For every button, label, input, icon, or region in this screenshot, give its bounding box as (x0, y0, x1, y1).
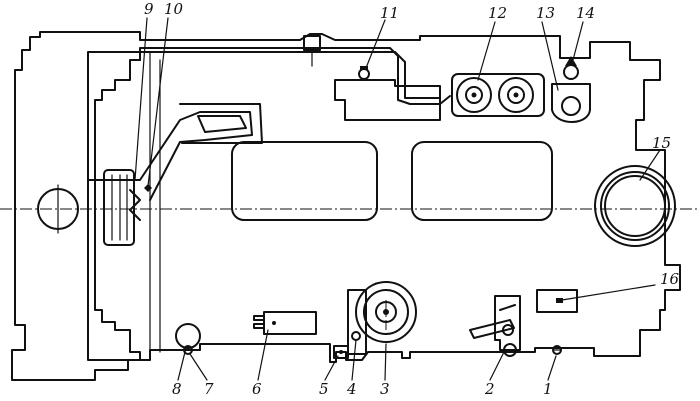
callout-14: 14 (576, 4, 595, 22)
leader-4 (351, 339, 357, 381)
leader-12 (477, 21, 496, 81)
callout-11: 11 (380, 4, 399, 22)
leader-3 (384, 343, 387, 381)
sensor-11-cap (360, 66, 368, 70)
fitting-5-center (339, 350, 343, 354)
callout-4: 4 (346, 380, 357, 398)
callout-13: 13 (536, 4, 555, 22)
filter-right (498, 77, 534, 113)
oil-pump-3-ring (363, 289, 409, 335)
callout-8: 8 (172, 380, 182, 398)
pulley-15-hub (604, 175, 666, 237)
fitting-5 (333, 345, 349, 359)
leader-15 (639, 149, 661, 181)
top-pipe (139, 47, 451, 105)
thermostat-sensor-14 (563, 64, 579, 80)
thermostat-housing (551, 83, 591, 123)
cylinder-window-left (231, 141, 378, 221)
callout-1: 1 (543, 380, 553, 398)
oil-pump-3 (355, 281, 417, 343)
oil-pump-3-center (383, 309, 389, 315)
filter-left (456, 77, 492, 113)
clutch-disc (103, 169, 135, 246)
oil-pipe (87, 111, 253, 201)
leader-7 (189, 353, 208, 381)
drain-plug-8 (175, 323, 201, 349)
relay-6-mark (272, 321, 276, 325)
engine-block-outline (11, 31, 681, 381)
clutch-spring (129, 189, 141, 221)
leader-lines (134, 17, 661, 381)
callout-15: 15 (652, 134, 671, 152)
leader-13 (541, 21, 559, 91)
callout-16: 16 (660, 270, 680, 288)
callout-12: 12 (488, 4, 507, 22)
thermostat-valve (561, 96, 581, 116)
pulley-15 (594, 165, 676, 247)
callout-7: 7 (204, 380, 214, 398)
thermostat-sensor-14-tip (565, 56, 577, 66)
sensor-11 (358, 68, 370, 80)
marker-10 (144, 184, 152, 192)
flywheel-housing (87, 51, 141, 361)
leader-11 (365, 19, 386, 69)
relay-6 (263, 311, 317, 335)
oil-pump-3-core (375, 301, 397, 323)
relay-6-terminal (253, 315, 265, 321)
callout-2: 2 (484, 380, 495, 398)
oil-filter-housing (179, 103, 263, 144)
pulley-15-rim (600, 171, 670, 241)
oil-filter-element (197, 115, 247, 133)
filter-right-core (507, 86, 525, 104)
callout-6: 6 (252, 380, 262, 398)
pump-bracket (494, 295, 521, 351)
leader-6 (257, 329, 269, 381)
lever-pin (503, 343, 517, 357)
callout-labels: 9 10 11 12 13 14 15 16 1 2 3 4 5 6 7 8 (144, 0, 680, 398)
sensor-16-terminal (556, 298, 563, 303)
leader-1 (547, 355, 557, 381)
filter-left-core (465, 86, 483, 104)
callout-5: 5 (319, 380, 329, 398)
mount-bolt-4 (351, 331, 361, 341)
leader-9 (134, 17, 148, 181)
leader-2 (489, 349, 506, 381)
relay-6-terminal (253, 323, 265, 329)
lever-pivot (502, 324, 514, 336)
drain-screw-7 (183, 345, 193, 355)
control-lever (469, 319, 515, 339)
leader-8 (177, 347, 187, 381)
filter-block (451, 73, 545, 117)
cylinder-window-right (411, 141, 553, 221)
callout-9: 9 (144, 0, 154, 18)
callout-3: 3 (380, 380, 390, 398)
leader-5 (324, 355, 339, 381)
leader-14 (572, 21, 584, 61)
sensor-bracket (334, 79, 441, 121)
top-pipe-inner (139, 51, 441, 99)
filter-left-center (471, 92, 477, 98)
sensor-16 (536, 289, 578, 313)
callout-10: 10 (164, 0, 184, 18)
filter-right-center (513, 92, 519, 98)
lever-link (499, 304, 516, 311)
leader-10 (147, 17, 169, 187)
leader-16 (561, 284, 656, 301)
